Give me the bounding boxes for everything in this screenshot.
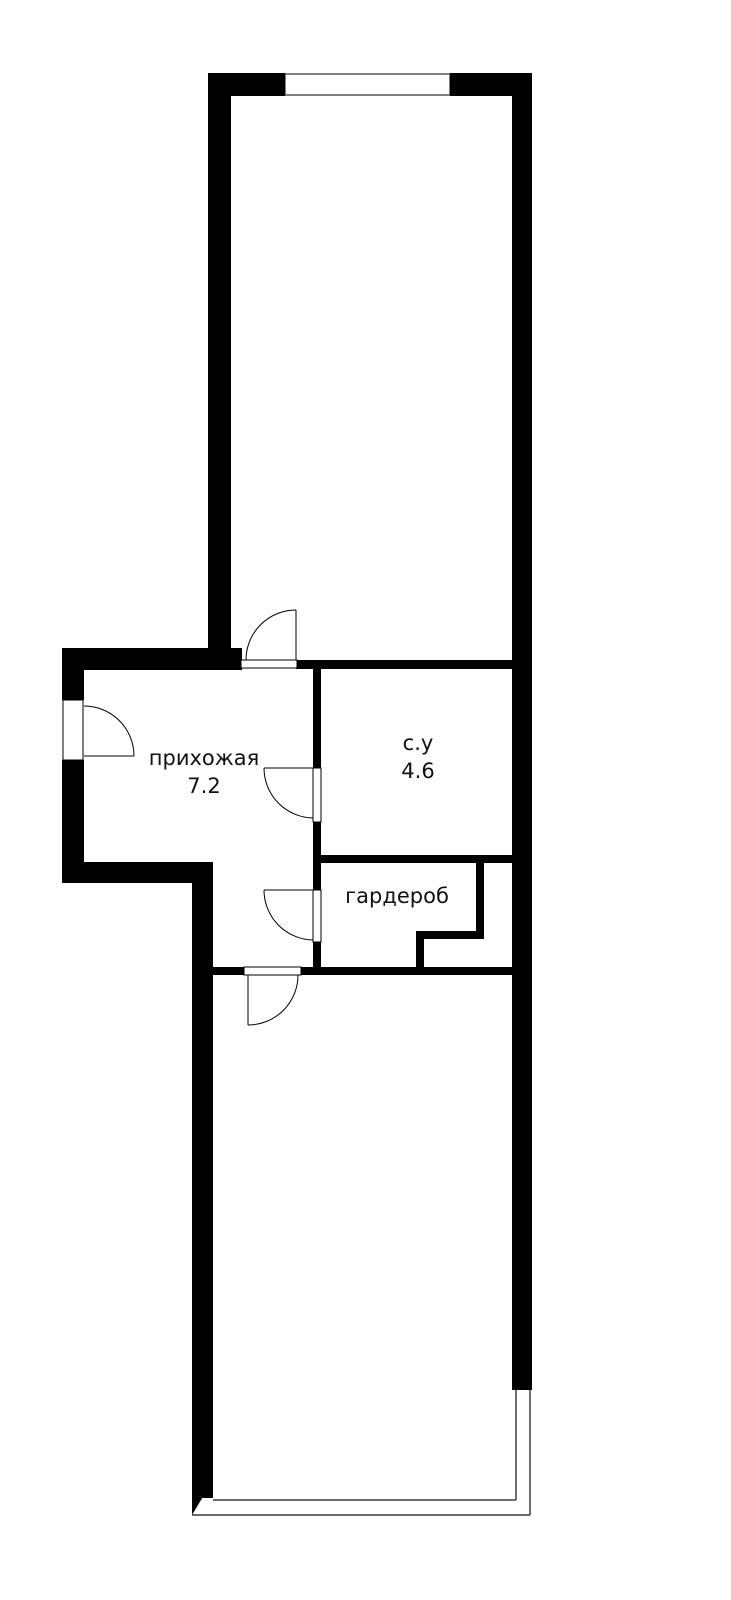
wall-top-room-left	[208, 73, 231, 650]
partition-vertical-upper	[313, 668, 321, 768]
wall-hallway-bottom	[62, 862, 213, 883]
wall-bottom-room-left	[192, 862, 213, 1498]
window-balcony	[192, 1390, 531, 1516]
wardrobe-step-horizontal	[416, 931, 484, 939]
wall-hallway-left-upper	[62, 648, 84, 700]
door-entrance[interactable]	[83, 705, 135, 757]
room-area-bathroom: 4.6	[401, 759, 434, 783]
wall-hallway-top	[62, 648, 242, 670]
window-top	[284, 73, 451, 96]
wall-bottom-corner	[192, 1480, 213, 1515]
door-wardrobe[interactable]	[263, 889, 322, 943]
room-name-bathroom: с.у	[403, 731, 434, 755]
wall-hallway-top-right	[296, 660, 512, 669]
wall-top-right	[450, 73, 532, 96]
room-label-hallway: прихожая 7.2	[149, 746, 259, 798]
partition-wardrobe-bottom	[213, 967, 512, 975]
wall-hallway-left-lower	[62, 760, 84, 883]
room-name-wardrobe: гардероб	[345, 884, 449, 908]
partitions	[213, 668, 512, 975]
door-bathroom[interactable]	[263, 767, 322, 823]
window-hallway-left	[62, 699, 84, 761]
room-label-wardrobe: гардероб	[345, 884, 449, 908]
room-label-bathroom: с.у 4.6	[401, 731, 434, 783]
partition-vertical-lower	[313, 942, 321, 975]
outer-walls	[62, 73, 532, 1515]
room-name-hallway: прихожая	[149, 746, 259, 770]
wardrobe-step-vertical-lower	[416, 931, 424, 969]
partition-bath-wardrobe	[313, 855, 512, 863]
door-bottom-room[interactable]	[243, 966, 302, 1026]
door-top-room[interactable]	[240, 609, 298, 669]
room-area-hallway: 7.2	[187, 774, 220, 798]
wardrobe-step-vertical-upper	[476, 863, 484, 938]
wall-right	[512, 73, 532, 1390]
